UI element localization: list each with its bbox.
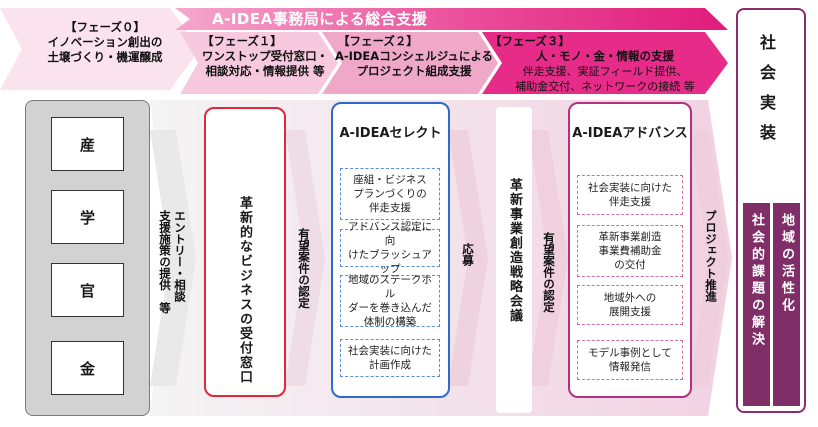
select-item-3: 地域のステークホル ダーを巻き込んだ 体制の構築 xyxy=(340,274,440,328)
support-measures-label: 支援施策の提供 等 xyxy=(158,210,172,314)
phase-3-line-1: 人・モノ・金・情報の支援 xyxy=(536,49,674,63)
support-band xyxy=(175,8,728,30)
phase-2-label: 【フェーズ２】 xyxy=(338,34,418,48)
advance-item-3: 地域外への 展開支援 xyxy=(577,285,683,325)
select-box-title: A-IDEAセレクト xyxy=(339,126,442,141)
advance-item-1: 社会実装に向けた 伴走支援 xyxy=(577,175,683,215)
advance-box-title: A-IDEAアドバンス xyxy=(572,126,688,141)
sector-industry: 産 xyxy=(51,117,124,171)
phase-0-label: 【フェーズ０】 xyxy=(65,20,145,34)
phase-2-chevron xyxy=(322,32,498,94)
phase-0-chevron xyxy=(0,8,200,90)
regional-vitalization-column: 地域の活性化 xyxy=(773,203,800,406)
sector-finance: 金 xyxy=(51,341,124,395)
project-label: プロジェクト推進 xyxy=(704,210,718,302)
sector-government: 官 xyxy=(51,263,124,317)
phase-1: 【フェーズ１】 ワンストップ受付窓口・ 相談対応・情報提供 等 xyxy=(190,34,340,79)
sector-academia: 学 xyxy=(51,190,124,244)
social-issues-column: 社会的課題の解決 xyxy=(743,203,770,406)
phase-2-line-1: A-IDEAコンシェルジュによる xyxy=(334,49,494,63)
phase-3: 【フェーズ３】 人・モノ・金・情報の支援 伴走支援、実証フィールド提供、 補助金… xyxy=(490,34,720,94)
select-item-1: 座組・ビジネス プランづくりの 伴走支援 xyxy=(340,168,440,220)
phase-2: 【フェーズ２】 A-IDEAコンシェルジュによる プロジェクト組成支援 xyxy=(334,34,494,79)
society-title: 社会実装 xyxy=(757,34,776,154)
phase-0: 【フェーズ０】 イノベーション創出の 土壌づくり・機運醸成 xyxy=(30,20,180,65)
phase-1-line-1: ワンストップ受付窓口・ xyxy=(201,49,329,63)
phase-1-line-2: 相談対応・情報提供 等 xyxy=(205,64,325,78)
apply-label: 応募 xyxy=(461,243,475,266)
promising-label-2: 有望案件の認定 xyxy=(542,232,556,313)
phase-3-line-2: 伴走支援、実証フィールド提供、 xyxy=(522,65,688,78)
reception-box-text: 革新的なビジネスの受付窓口 xyxy=(237,196,252,385)
advance-item-2: 革新事業創造 事業費補助金 の交付 xyxy=(577,225,683,277)
phase-3-line-3: 補助金交付、ネットワークの接続 等 xyxy=(515,80,695,93)
advance-item-4: モデル事例として 情報発信 xyxy=(577,340,683,380)
social-issues-text: 社会的課題の解決 xyxy=(749,213,764,349)
select-item-2: アドバンス認定に向 けたブラッシュアップ xyxy=(340,221,440,275)
promising-label-1: 有望案件の認定 xyxy=(297,228,311,309)
phase-1-chevron xyxy=(180,32,338,94)
entry-label: エントリー・相談 xyxy=(173,210,187,302)
phase-1-label: 【フェーズ１】 xyxy=(202,34,282,48)
phase-0-line-1: イノベーション創出の xyxy=(47,35,163,49)
phase-0-line-2: 土壌づくり・機運醸成 xyxy=(47,50,163,64)
strategy-box xyxy=(496,107,532,413)
regional-vitalization-text: 地域の活性化 xyxy=(779,213,794,315)
strategy-box-text: 革新事業創造戦略会議 xyxy=(507,178,522,323)
select-item-4: 社会実装に向けた 計画作成 xyxy=(340,339,440,377)
reception-box xyxy=(204,107,286,397)
support-band-title: A-IDEA事務局による総合支援 xyxy=(212,10,428,28)
phase-3-label: 【フェーズ３】 xyxy=(490,34,570,48)
phase-2-line-2: プロジェクト組成支援 xyxy=(356,64,472,78)
phase-3-chevron xyxy=(482,32,728,94)
